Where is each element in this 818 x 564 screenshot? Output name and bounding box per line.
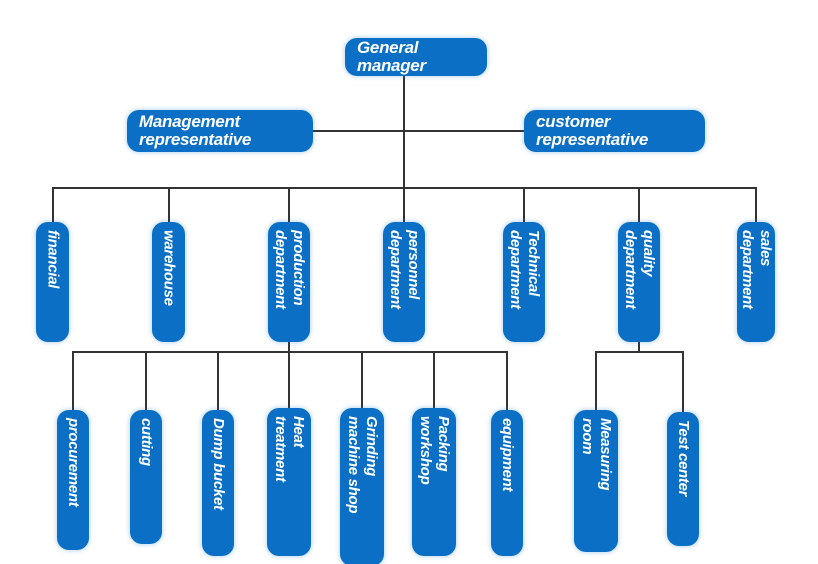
node-test-center: Test center	[667, 412, 699, 546]
node-warehouse: warehouse	[152, 222, 185, 342]
connector-drop-test-center	[682, 353, 684, 412]
node-personnel-department: personnel department	[383, 222, 425, 342]
node-equipment: equipment	[491, 410, 523, 556]
connector-departments-bus	[52, 187, 757, 189]
connector-drop-technical	[523, 189, 525, 222]
node-label: personnel department	[387, 230, 422, 309]
node-label: Heat treatment	[272, 416, 307, 482]
node-customer-representative: customer representative	[524, 110, 705, 152]
connector-drop-quality	[638, 189, 640, 222]
node-label: Management representative	[139, 112, 252, 149]
node-sales-department: sales department	[737, 222, 775, 342]
node-label: Test center	[675, 420, 692, 497]
node-label: warehouse	[160, 230, 178, 306]
node-label: Packing workshop	[417, 416, 452, 485]
node-label: quality department	[622, 230, 657, 309]
connector-drop-dump-bucket	[217, 353, 219, 410]
node-label: equipment	[499, 418, 516, 492]
node-label: production department	[272, 230, 307, 309]
node-general-manager: General manager	[345, 38, 487, 76]
node-measuring-room: Measuring room	[574, 410, 618, 552]
connector-representatives	[289, 130, 524, 132]
node-financial: financial	[36, 222, 69, 342]
connector-production-bus	[72, 351, 508, 353]
node-packing-workshop: Packing workshop	[412, 408, 456, 556]
connector-drop-sales	[755, 189, 757, 222]
connector-drop-financial	[52, 189, 54, 222]
connector-quality-bus	[595, 351, 684, 353]
node-technical-department: Technical department	[503, 222, 545, 342]
connector-drop-procurement	[72, 353, 74, 410]
connector-drop-packing	[433, 353, 435, 410]
node-label: Technical department	[507, 230, 542, 309]
node-procurement: procurement	[57, 410, 89, 550]
node-quality-department: quality department	[618, 222, 660, 342]
node-label: Measuring room	[579, 418, 614, 491]
node-label: sales department	[739, 230, 774, 309]
connector-drop-cutting	[145, 353, 147, 410]
connector-drop-measuring	[595, 353, 597, 410]
connector-drop-grinding	[361, 353, 363, 410]
connector-drop-production	[288, 189, 290, 222]
node-label: procurement	[65, 418, 82, 507]
connector-production-stem	[288, 326, 290, 410]
node-label: Dump bucket	[210, 418, 227, 510]
node-label: General manager	[357, 38, 426, 75]
connector-drop-warehouse	[168, 189, 170, 222]
connector-root-vertical	[403, 76, 405, 222]
node-cutting: cutting	[130, 410, 162, 544]
node-production-department: production department	[268, 222, 310, 342]
node-management-representative: Management representative	[127, 110, 313, 152]
connector-drop-equipment	[506, 353, 508, 410]
node-label: financial	[44, 230, 62, 289]
node-grinding-machine-shop: Grinding machine shop	[340, 408, 384, 564]
node-heat-treatment: Heat treatment	[267, 408, 311, 556]
node-label: Grinding machine shop	[345, 416, 380, 514]
node-label: cutting	[138, 418, 155, 466]
node-dump-bucket: Dump bucket	[202, 410, 234, 556]
node-label: customer representative	[536, 112, 649, 149]
